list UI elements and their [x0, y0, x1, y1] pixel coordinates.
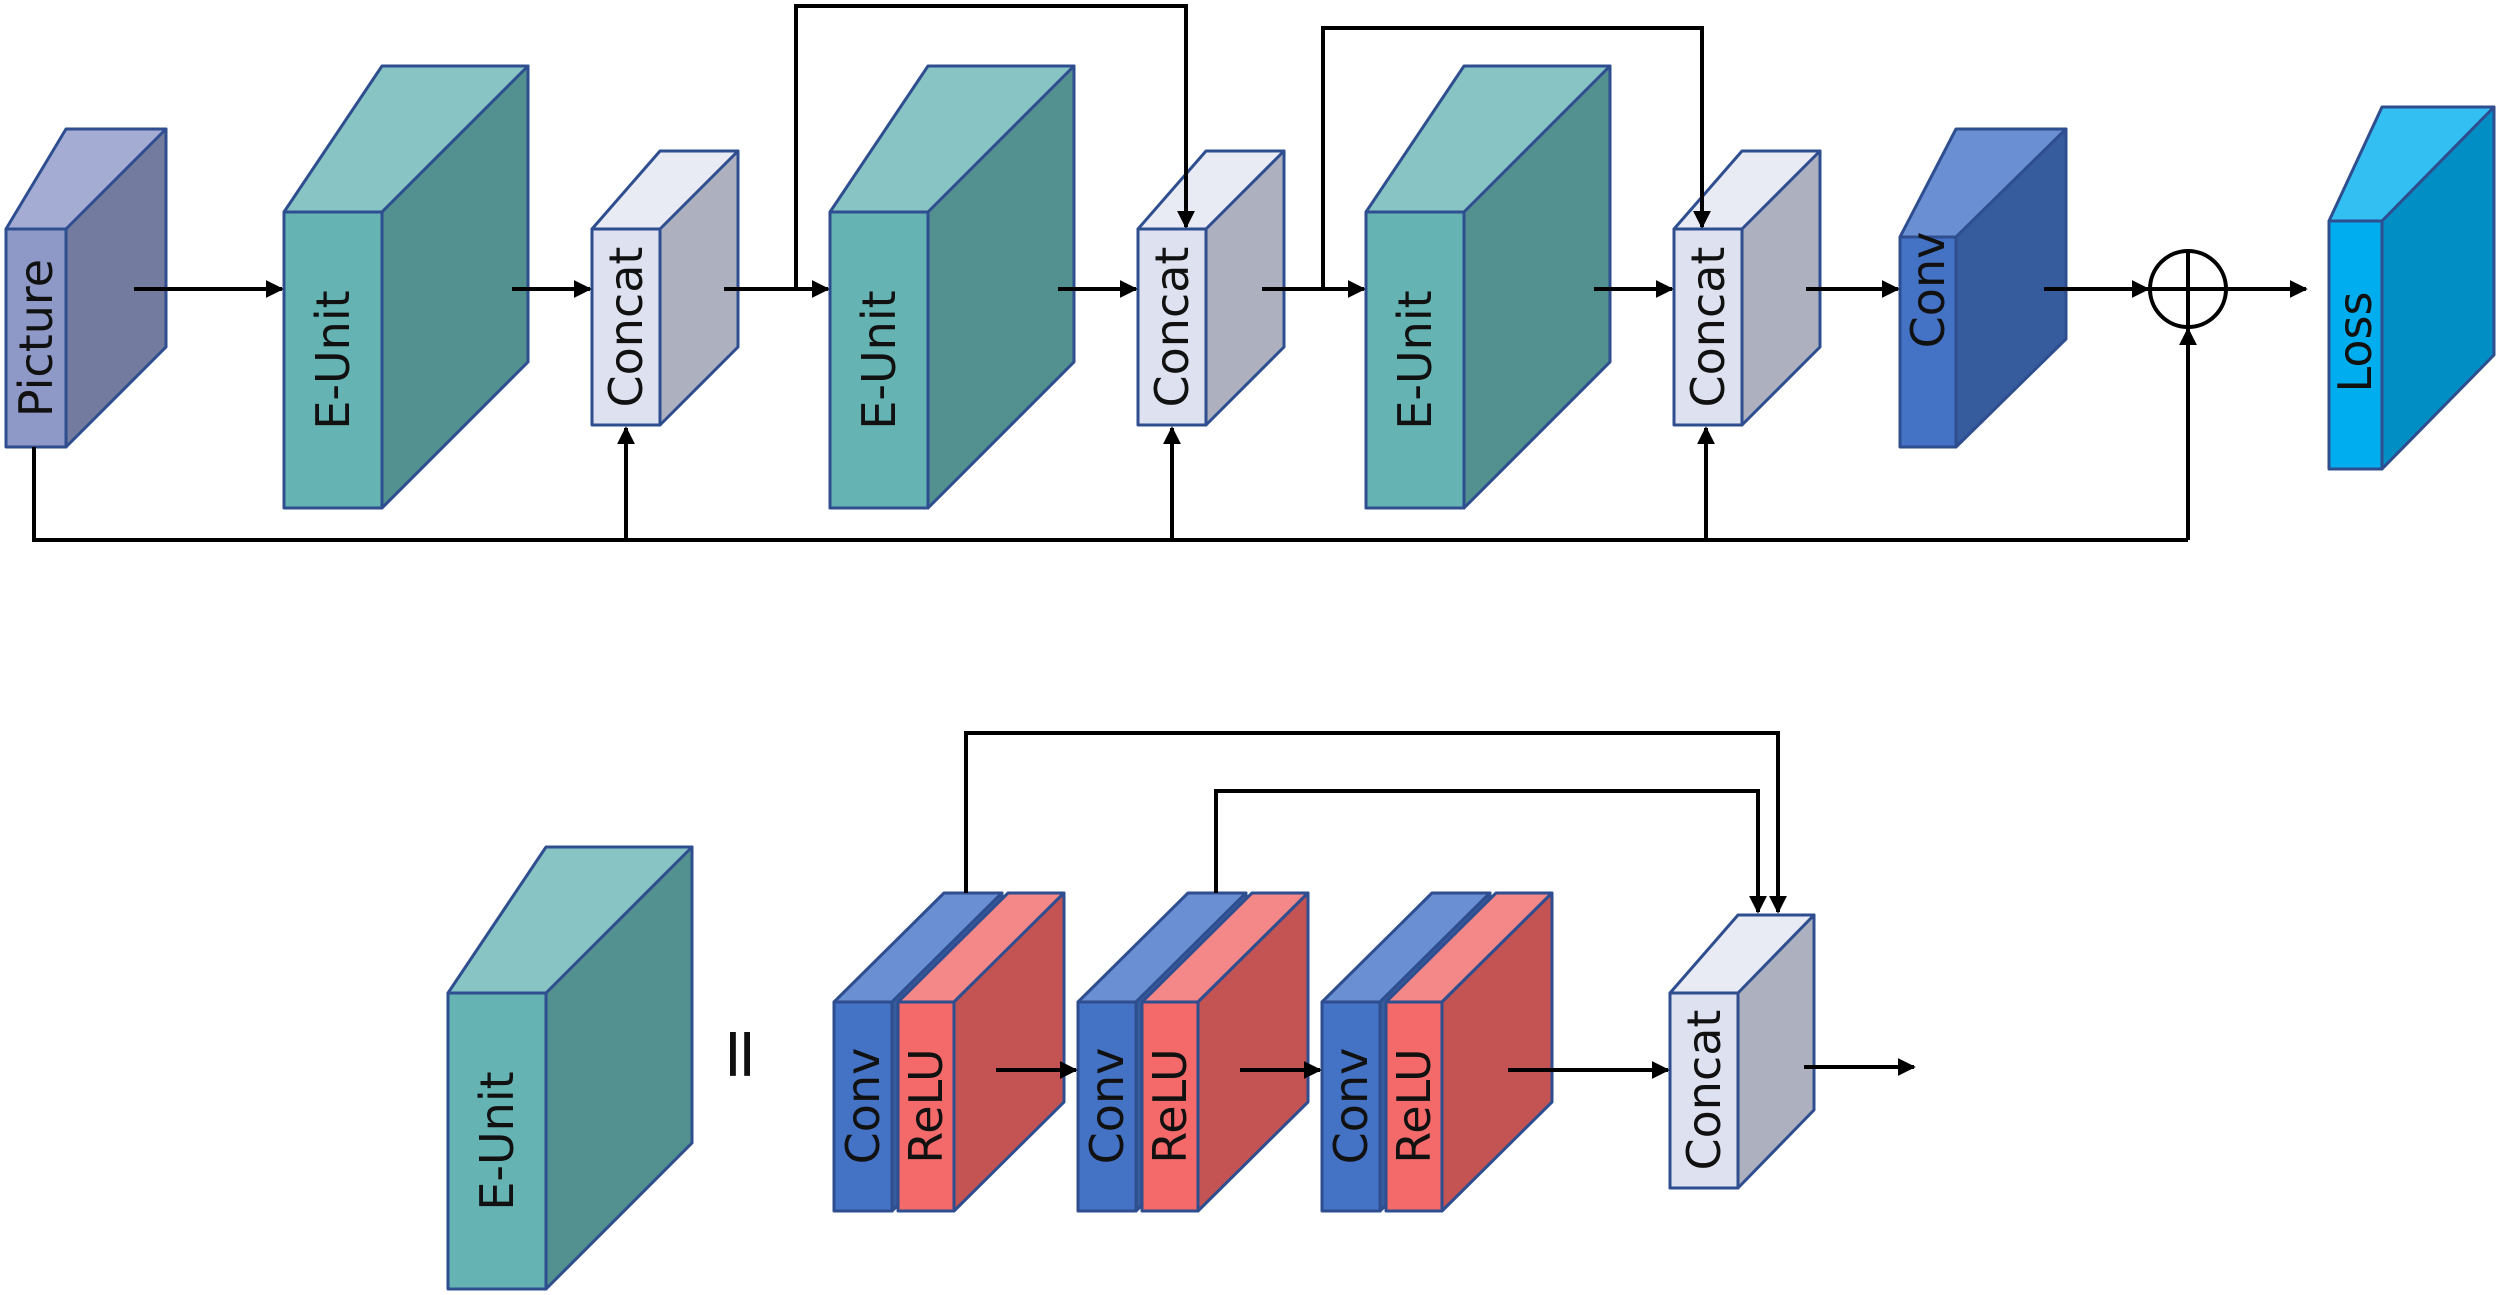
equals-sign: =: [701, 1025, 783, 1084]
top-pipeline: Picture E-Unit Concat E-Unit: [4, 4, 2496, 542]
conv-label-top: Conv: [1901, 232, 1955, 349]
concat-label-2: Concat: [1145, 247, 1199, 408]
concat-label-3: Concat: [1681, 247, 1735, 408]
concat-definition-label: Concat: [1677, 1010, 1731, 1171]
picture-feedback-bus: [32, 327, 2197, 542]
eunit-label-3: E-Unit: [1388, 290, 1442, 429]
stage-2-relu-label: ReLU: [1143, 1048, 1197, 1163]
eunit-definition-label: E-Unit: [470, 1071, 524, 1210]
definition-skip-connections: [964, 731, 1787, 914]
concat-block-1: Concat: [590, 149, 740, 427]
loss-label: Loss: [2328, 292, 2382, 393]
eunit-block-1: E-Unit: [282, 64, 530, 510]
picture-block: Picture: [4, 127, 168, 449]
concat-block-definition: Concat: [1668, 913, 1816, 1190]
eunit-block-2: E-Unit: [828, 64, 1076, 510]
conv-block-top: Conv: [1898, 127, 2068, 449]
stage-1-conv-label: Conv: [836, 1048, 890, 1165]
sum-operator: [2148, 249, 2228, 329]
eunit-block-3: E-Unit: [1364, 64, 1612, 510]
stage-3-conv-label: Conv: [1324, 1048, 1378, 1165]
stage-3-relu-label: ReLU: [1387, 1048, 1441, 1163]
definition-forward-arrows: [996, 1058, 1916, 1079]
loss-block: Loss: [2327, 105, 2496, 471]
stage-1-relu-label: ReLU: [899, 1048, 953, 1163]
conv-relu-stage-1: Conv ReLU: [832, 891, 1066, 1213]
conv-relu-stage-2: Conv ReLU: [1076, 891, 1310, 1213]
eunit-label-1: E-Unit: [306, 290, 360, 429]
skip-connections-top: [794, 4, 1711, 289]
stage-2-conv-label: Conv: [1080, 1048, 1134, 1165]
concat-label-1: Concat: [599, 247, 653, 408]
eunit-definition-block: E-Unit: [446, 845, 694, 1291]
concat-block-3: Concat: [1672, 149, 1822, 427]
concat-block-2: Concat: [1136, 149, 1286, 427]
eunit-label-2: E-Unit: [852, 290, 906, 429]
conv-relu-stage-3: Conv ReLU: [1320, 891, 1554, 1213]
eunit-definition: E-Unit = Conv ReLU Conv ReLU: [446, 731, 1916, 1291]
picture-label: Picture: [9, 259, 63, 417]
